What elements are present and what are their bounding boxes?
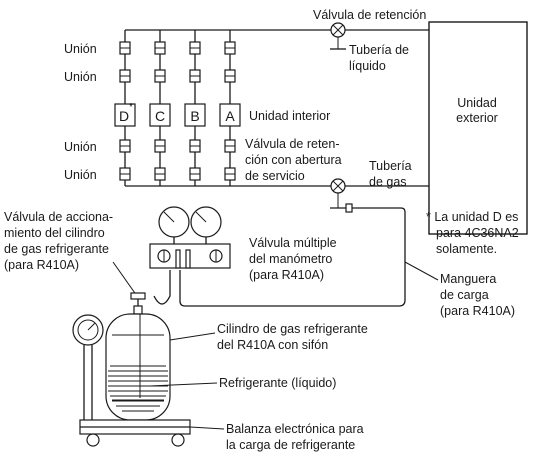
union-label-3: Unión xyxy=(64,140,97,154)
service-check-valve-icon xyxy=(330,178,353,213)
service-valve-label-line2: ción con abertura xyxy=(245,153,342,167)
scale-label-line2: la carga de refrigerante xyxy=(226,438,355,452)
union-label-4: Unión xyxy=(64,168,97,182)
indoor-unit-c-box xyxy=(149,103,171,127)
indoor-unit-a-box xyxy=(219,103,241,127)
service-valve-label-line1: Válvula de reten- xyxy=(245,137,340,151)
cylinder-label-line1: Cilindro de gas refrigerante xyxy=(217,322,368,336)
liquid-pipe-label-line1: Tubería de xyxy=(349,43,409,57)
outdoor-unit-label-line2: exterior xyxy=(456,111,498,125)
note-line2: para 4C36NA2 xyxy=(436,226,519,240)
cylinder-valve-label-line1: Válvula de acciona- xyxy=(4,210,113,224)
hose-label-line2: de carga xyxy=(440,288,489,302)
note-line1: * La unidad D es xyxy=(426,210,518,224)
cylinder-valve-label-line2: miento del cilindro xyxy=(4,226,105,240)
indoor-unit-c-letter: C xyxy=(155,108,165,124)
gas-pipe-label-line1: Tubería xyxy=(369,159,412,173)
branch-b: B xyxy=(184,30,206,186)
scale-leader-line xyxy=(189,426,225,430)
union-label-2: Unión xyxy=(64,70,97,84)
hose-label-line3: (para R410A) xyxy=(440,304,515,318)
liquid-leader-line xyxy=(149,382,218,387)
check-valve-label: Válvula de retención xyxy=(313,8,426,22)
cylinder-body xyxy=(105,313,171,421)
union-label-1: Unión xyxy=(64,42,97,56)
indoor-unit-d-asterisk: * xyxy=(129,102,133,113)
service-valve-label-line3: de servicio xyxy=(245,169,305,183)
branch-d: D * xyxy=(114,30,136,186)
hose-label-line1: Manguera xyxy=(440,272,496,286)
indoor-unit-d-box xyxy=(114,103,136,127)
scale-label-line1: Balanza electrónica para xyxy=(226,422,364,436)
refrigerant-cylinder-icon xyxy=(105,292,171,421)
charging-hose xyxy=(179,207,406,307)
indoor-unit-label: Unidad interior xyxy=(249,109,330,123)
liquid-check-valve-icon xyxy=(330,22,346,50)
cylinder-valve-label-line4: (para R410A) xyxy=(4,258,79,272)
refrigerant-liquid xyxy=(108,365,168,412)
branch-a: A xyxy=(219,30,241,186)
indoor-unit-b-box xyxy=(184,103,206,127)
gauge-manifold-icon xyxy=(149,206,231,269)
outdoor-unit-box xyxy=(428,21,528,235)
note-line3: solamente. xyxy=(436,242,497,256)
hose-leader-line xyxy=(404,261,439,281)
indoor-unit-b-letter: B xyxy=(190,108,199,124)
branch-c: C xyxy=(149,30,171,186)
refrigerant-liquid-label: Refrigerante (líquido) xyxy=(219,376,336,390)
indoor-unit-branches: D * C B xyxy=(114,30,241,186)
cylinder-label-line2: del R410A con sifón xyxy=(217,338,328,352)
indoor-unit-d-letter: D xyxy=(119,108,129,124)
outdoor-unit-label-line1: Unidad xyxy=(457,96,497,110)
cylinder-valve-leader-line xyxy=(112,261,138,297)
indoor-unit-a-letter: A xyxy=(225,108,235,124)
liquid-pipe-label-line2: líquido xyxy=(349,59,386,73)
manifold-label-line2: del manómetro xyxy=(249,252,332,266)
manifold-label-line1: Válvula múltiple xyxy=(249,236,337,250)
cylinder-valve-label-line3: de gas refrigerante xyxy=(4,242,109,256)
cylinder-hose xyxy=(153,270,171,305)
gas-pipe-label-line2: de gas xyxy=(369,175,407,189)
manifold-label-line3: (para R410A) xyxy=(249,268,324,282)
cylinder-leader-line xyxy=(169,332,216,341)
